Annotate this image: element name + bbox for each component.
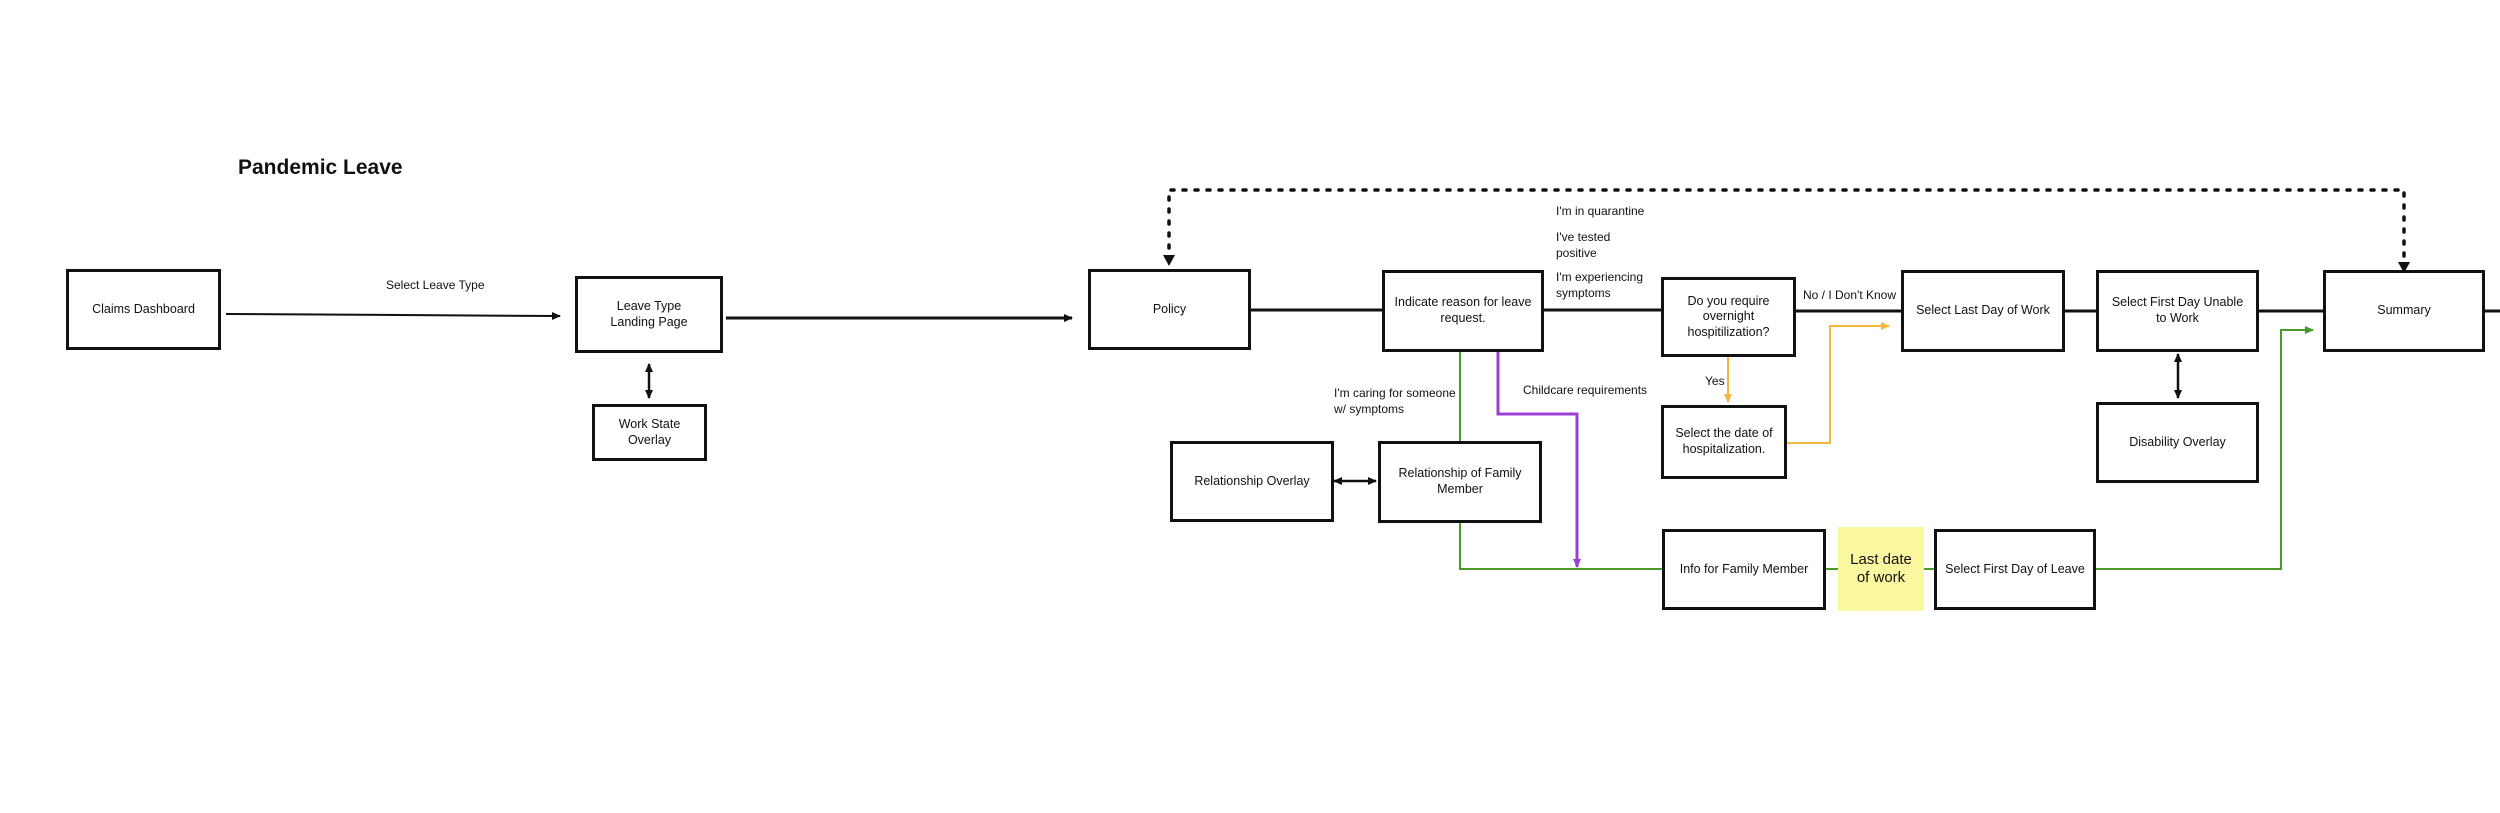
node-relationship-overlay[interactable]: Relationship Overlay bbox=[1170, 441, 1334, 522]
sticky-note-last-date: Last date of work bbox=[1838, 527, 1924, 611]
label-experiencing: I'm experiencing symptoms bbox=[1556, 270, 1643, 300]
node-select-last-day[interactable]: Select Last Day of Work bbox=[1901, 270, 2065, 352]
node-select-first-day-leave[interactable]: Select First Day of Leave bbox=[1934, 529, 2096, 610]
label-caring: I'm caring for someone w/ symptoms bbox=[1334, 386, 1456, 416]
node-info-family-member[interactable]: Info for Family Member bbox=[1662, 529, 1826, 610]
node-hospitalization-date[interactable]: Select the date of hospitalization. bbox=[1661, 405, 1787, 479]
node-work-state-overlay[interactable]: Work State Overlay bbox=[592, 404, 707, 461]
node-policy[interactable]: Policy bbox=[1088, 269, 1251, 350]
arrow-childcare-to-info bbox=[1496, 352, 1581, 568]
node-claims-dashboard[interactable]: Claims Dashboard bbox=[66, 269, 221, 350]
node-select-first-day-unable[interactable]: Select First Day Unable to Work bbox=[2096, 270, 2259, 352]
arrow-hosp-date-to-last-day bbox=[1787, 322, 1890, 444]
node-overnight-hospitalization[interactable]: Do you require overnight hospitilization… bbox=[1661, 277, 1796, 357]
node-leave-type-landing[interactable]: Leave Type Landing Page bbox=[575, 276, 723, 353]
line-family-to-info bbox=[1459, 523, 1662, 570]
label-tested-positive: I've tested positive bbox=[1556, 230, 1611, 260]
node-disability-overlay[interactable]: Disability Overlay bbox=[2096, 402, 2259, 483]
arrow-first-leave-to-summary bbox=[2096, 326, 2314, 570]
node-indicate-reason[interactable]: Indicate reason for leave request. bbox=[1382, 270, 1544, 352]
label-select-leave-type: Select Leave Type bbox=[386, 278, 485, 292]
node-summary[interactable]: Summary bbox=[2323, 270, 2485, 352]
node-relationship-family-member[interactable]: Relationship of Family Member bbox=[1378, 441, 1542, 523]
label-childcare: Childcare requirements bbox=[1523, 383, 1648, 397]
dotted-loop-summary-policy bbox=[1167, 188, 2406, 270]
arrow-dashboard-to-landing bbox=[225, 311, 561, 320]
label-no-dont-know: No / I Don't Know bbox=[1803, 288, 1896, 302]
label-yes: Yes bbox=[1705, 374, 1725, 388]
label-quarantine: I'm in quarantine bbox=[1556, 204, 1645, 218]
diagram-title: Pandemic Leave bbox=[238, 156, 403, 179]
